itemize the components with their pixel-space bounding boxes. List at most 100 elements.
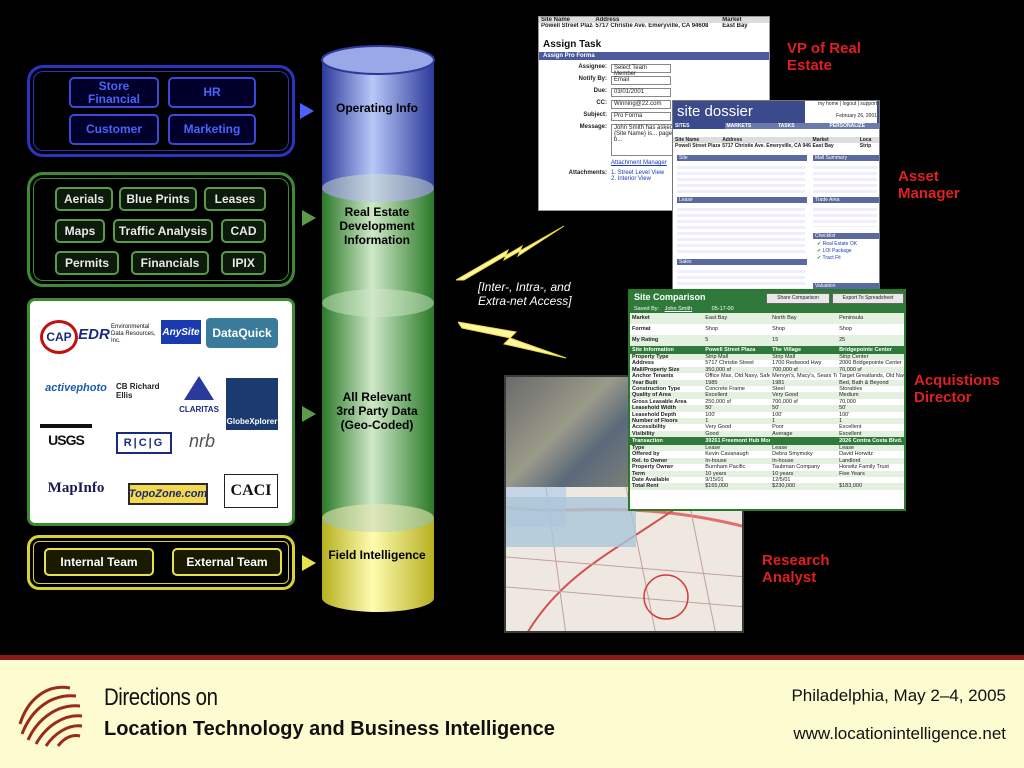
val-site-name: Powell Street Plaza [541,23,594,29]
external-team-box[interactable]: External Team [172,548,282,576]
dossier-val-address: 5717 Christie Ave. Emeryville, CA 94608 [722,143,811,149]
dataquick-logo: DataQuick [206,318,278,348]
comparison-cell: 250,000 sf [705,398,731,405]
traffic-analysis-box[interactable]: Traffic Analysis [113,219,213,243]
dossier-links[interactable]: my home | logout | support [817,101,877,107]
export-spreadsheet-button[interactable]: Export To Spreadsheet [832,293,904,304]
comparison-cell: Very Good [772,392,799,399]
dossier-banner: site dossier my home | logout | support … [673,101,879,123]
checklist-loi[interactable]: ✔ LOI Package [817,248,852,254]
third-party-line3: (Geo-Coded) [340,418,414,432]
comparison-cell: 700,000 sf [772,366,798,373]
dossier-tab-sites[interactable]: SITES [673,123,725,129]
comparison-cell: 1 [772,417,776,424]
acquisitions-director-label: Acquistions Director [914,372,1000,406]
comparison-cell: Kevin Cavanaugh [705,451,749,458]
attachment-manager-link[interactable]: Attachment Manager [611,160,667,166]
map-water [506,497,636,547]
task-field-input[interactable]: Email [611,76,671,85]
checkmark-icon: ✔ [817,248,822,254]
comparison-cell: 2000 Bridgepointe Center [839,360,902,367]
dossier-val-loca: Strip [859,143,872,149]
aerials-box[interactable]: Aerials [55,187,113,211]
comparison-cell: 5717 Christie Street [705,360,754,367]
comparison-cell: 100' [772,411,783,418]
checklist-tract[interactable]: ✔ Tract Fit [817,255,841,261]
task-field-label: Subject: [583,112,607,118]
task-field-input[interactable]: Pro Forma [611,112,671,121]
comparison-cell: Strip Mall [772,354,796,360]
comparison-row-label: Total Rent [632,483,659,490]
event-url[interactable]: www.locationintelligence.net [793,724,1006,743]
third-party-line2: 3rd Party Data [336,404,418,418]
task-field-input[interactable]: Winning@22.com [611,100,671,109]
comparison-row-label: Leasehold Depth [632,411,677,418]
internal-team-box[interactable]: Internal Team [44,548,154,576]
customer-box[interactable]: Customer [69,114,159,145]
comparison-cell: Shop [772,326,785,332]
comparison-cell: Poor [772,424,784,431]
dossier-tabs: SITES MARKETS TASKS PERSONALIZE [673,123,879,129]
rcg-logo: R|C|G [116,432,172,454]
brand-line1: Directions on [104,684,218,711]
cad-box[interactable]: CAD [221,219,266,243]
comparison-cell: Shop [839,326,852,332]
attachment-street-view-link[interactable]: 1. Street Level View [611,170,665,176]
maps-box[interactable]: Maps [55,219,105,243]
share-comparison-button[interactable]: Share Comparison [766,293,830,304]
checkmark-icon: ✔ [817,241,822,247]
attachment-interior-view-link[interactable]: 2. Interior View [611,176,651,182]
dossier-col-market: Market [812,137,829,143]
leases-box[interactable]: Leases [204,187,266,211]
task-field-input[interactable]: 03/01/2001 [611,88,671,97]
comparison-cell: Bed, Bath & Beyond [839,379,889,386]
saved-by-user-link[interactable]: John Smith [664,306,693,312]
comparison-cell: 100' [839,411,850,418]
dossier-tab-markets[interactable]: MARKETS [726,123,752,129]
assign-task-header-labels: Site Name Address Market [539,17,769,23]
access-label: [Inter-, Intra-, and Extra-net Access] [478,280,572,308]
comparison-cell: Medium [839,392,859,399]
lightning-bolt-bottom-icon [458,321,567,359]
comparison-title: Site Comparison [634,292,706,302]
comparison-cell: Average [772,430,793,437]
checklist-real-estate[interactable]: ✔ Real Estate OK [817,241,858,247]
task-field-input[interactable]: Select Team Member [611,64,671,77]
hr-box[interactable]: HR [168,77,256,108]
dossier-col-address: Address [722,137,743,143]
store-financial-box[interactable]: Store Financial [69,77,159,108]
comparison-row-label: Visibility [632,430,655,437]
comparison-cell: East Bay [705,315,728,321]
comparison-cell: Lease [839,445,855,452]
task-field-row: Subject: Pro Forma [539,112,769,121]
edr-text-logo: Environmental Data Resources, Inc. [111,320,159,348]
dossier-tab-personalize[interactable]: PERSONALIZE [829,123,866,129]
comparison-cell: Steel [772,385,785,392]
dossier-tab-tasks[interactable]: TASKS [778,123,795,129]
ipix-box[interactable]: IPIX [221,251,266,275]
comparison-cell: Taubman Company [772,464,820,471]
comparison-cell: Office Max, Old Navy, Safeway, Trader Jo… [705,373,771,380]
financials-box[interactable]: Financials [131,251,209,275]
comparison-cell: Excellent [839,430,862,437]
comparison-cell: Shop [705,326,719,332]
caci-logo: CACI [224,474,278,508]
attachments-row: Attachments: 1. Street Level View 2. Int… [539,170,769,182]
comparison-cell: Debra Smymoky [772,451,813,458]
blue-prints-box[interactable]: Blue Prints [119,187,197,211]
checkmark-icon: ✔ [817,255,822,261]
marketing-box[interactable]: Marketing [168,114,256,145]
comparison-cell: Landlord [839,457,861,464]
comparison-cell: Excellent [839,424,862,431]
research-analyst-label: Research Analyst [762,552,830,586]
comparison-title-bar: Site Comparison Share Comparison Export … [630,291,904,305]
permits-box[interactable]: Permits [55,251,119,275]
